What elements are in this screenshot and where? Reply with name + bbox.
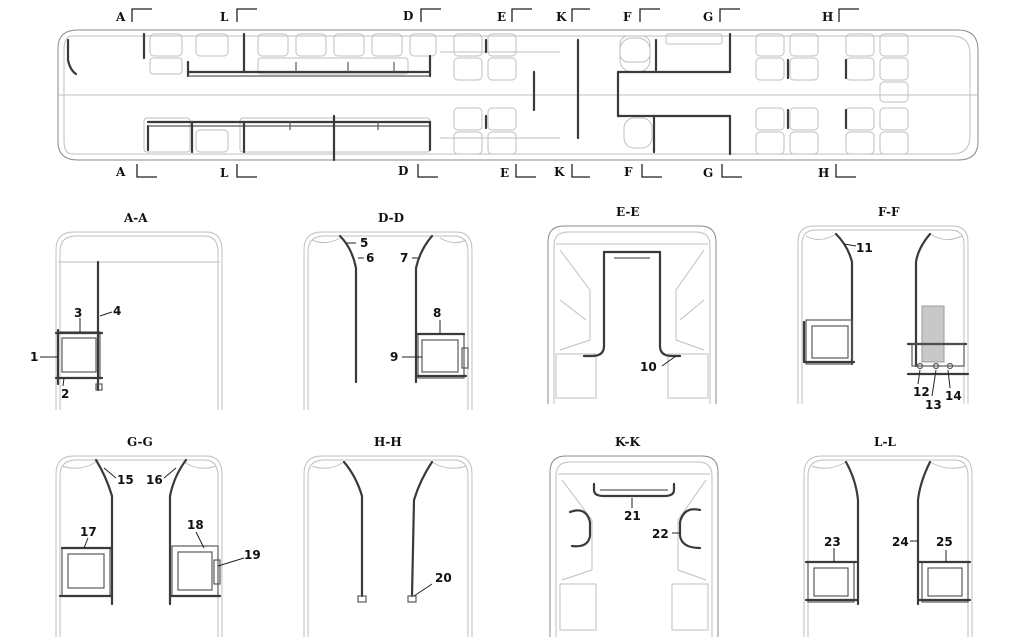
callout-number: 10 (640, 360, 657, 374)
callout-number: 7 (400, 251, 408, 265)
cut-label-top: F (623, 10, 632, 24)
section-title: A-A (123, 211, 148, 225)
callout-number: 2 (61, 387, 69, 401)
callout-number: 1 (30, 350, 38, 364)
seats-lower-row (143, 33, 909, 155)
cut-label-top: K (556, 10, 567, 24)
callout-number: 12 (913, 385, 930, 399)
section-title: D-D (378, 211, 404, 225)
section-g-g: G-G 15 16 17 18 19 (55, 435, 261, 637)
callout-number: 17 (80, 525, 97, 539)
seats-upper-row (149, 33, 909, 103)
callout-number: 11 (856, 241, 873, 255)
callout-number: 23 (824, 535, 841, 549)
callout-number: 5 (360, 236, 368, 250)
callout-number: 25 (936, 535, 953, 549)
section-d-d: D-D 5 6 7 8 9 (303, 211, 473, 410)
section-f-f: F-F 11 12 13 14 (797, 205, 970, 412)
callout-number: 19 (244, 548, 261, 562)
cut-label-bottom: D (398, 164, 408, 178)
section-title: E-E (616, 205, 640, 219)
callout-number: 24 (892, 535, 909, 549)
section-a-a: A-A 1 2 3 4 (30, 211, 223, 410)
bus-plan-view: A L D E K F G H A L D E K (57, 8, 979, 180)
cut-label-bottom: F (624, 165, 633, 179)
section-title: H-H (374, 435, 402, 449)
callout-number: 15 (117, 473, 134, 487)
cut-label-top: L (220, 10, 229, 24)
section-cut-markers-bottom: A L D E K F G H (115, 164, 856, 180)
cut-label-bottom: A (115, 165, 126, 179)
callout-number: 8 (433, 306, 441, 320)
cut-label-bottom: K (554, 165, 565, 179)
section-cut-markers-top: A L D E K F G H (115, 8, 859, 24)
callout-number: 4 (113, 304, 121, 318)
cut-label-top: D (403, 9, 413, 23)
cut-label-top: H (822, 10, 833, 24)
callout-number: 22 (652, 527, 669, 541)
callout-number: 9 (390, 350, 398, 364)
section-h-h: H-H 20 (303, 435, 473, 637)
cut-label-top: E (497, 10, 506, 24)
callout-number: 21 (624, 509, 641, 523)
section-l-l: L-L 23 24 25 (803, 435, 973, 637)
cut-label-top: G (703, 10, 713, 24)
section-title: L-L (874, 435, 896, 449)
callout-number: 20 (435, 571, 452, 585)
section-k-k: K-K 21 22 (549, 435, 719, 637)
cut-label-top: A (115, 10, 126, 24)
cut-label-bottom: H (818, 166, 829, 180)
cut-label-bottom: L (220, 166, 229, 180)
cut-label-bottom: G (703, 166, 713, 180)
callout-number: 16 (146, 473, 163, 487)
callout-number: 18 (187, 518, 204, 532)
section-title: F-F (878, 205, 900, 219)
handrails-plan (66, 32, 848, 162)
section-e-e: E-E 10 (547, 205, 717, 404)
callout-number: 6 (366, 251, 374, 265)
section-title: K-K (615, 435, 641, 449)
section-title: G-G (127, 435, 153, 449)
callout-number: 14 (945, 389, 962, 403)
callout-number: 13 (925, 398, 942, 412)
cut-label-bottom: E (500, 166, 509, 180)
callout-number: 3 (74, 306, 82, 320)
